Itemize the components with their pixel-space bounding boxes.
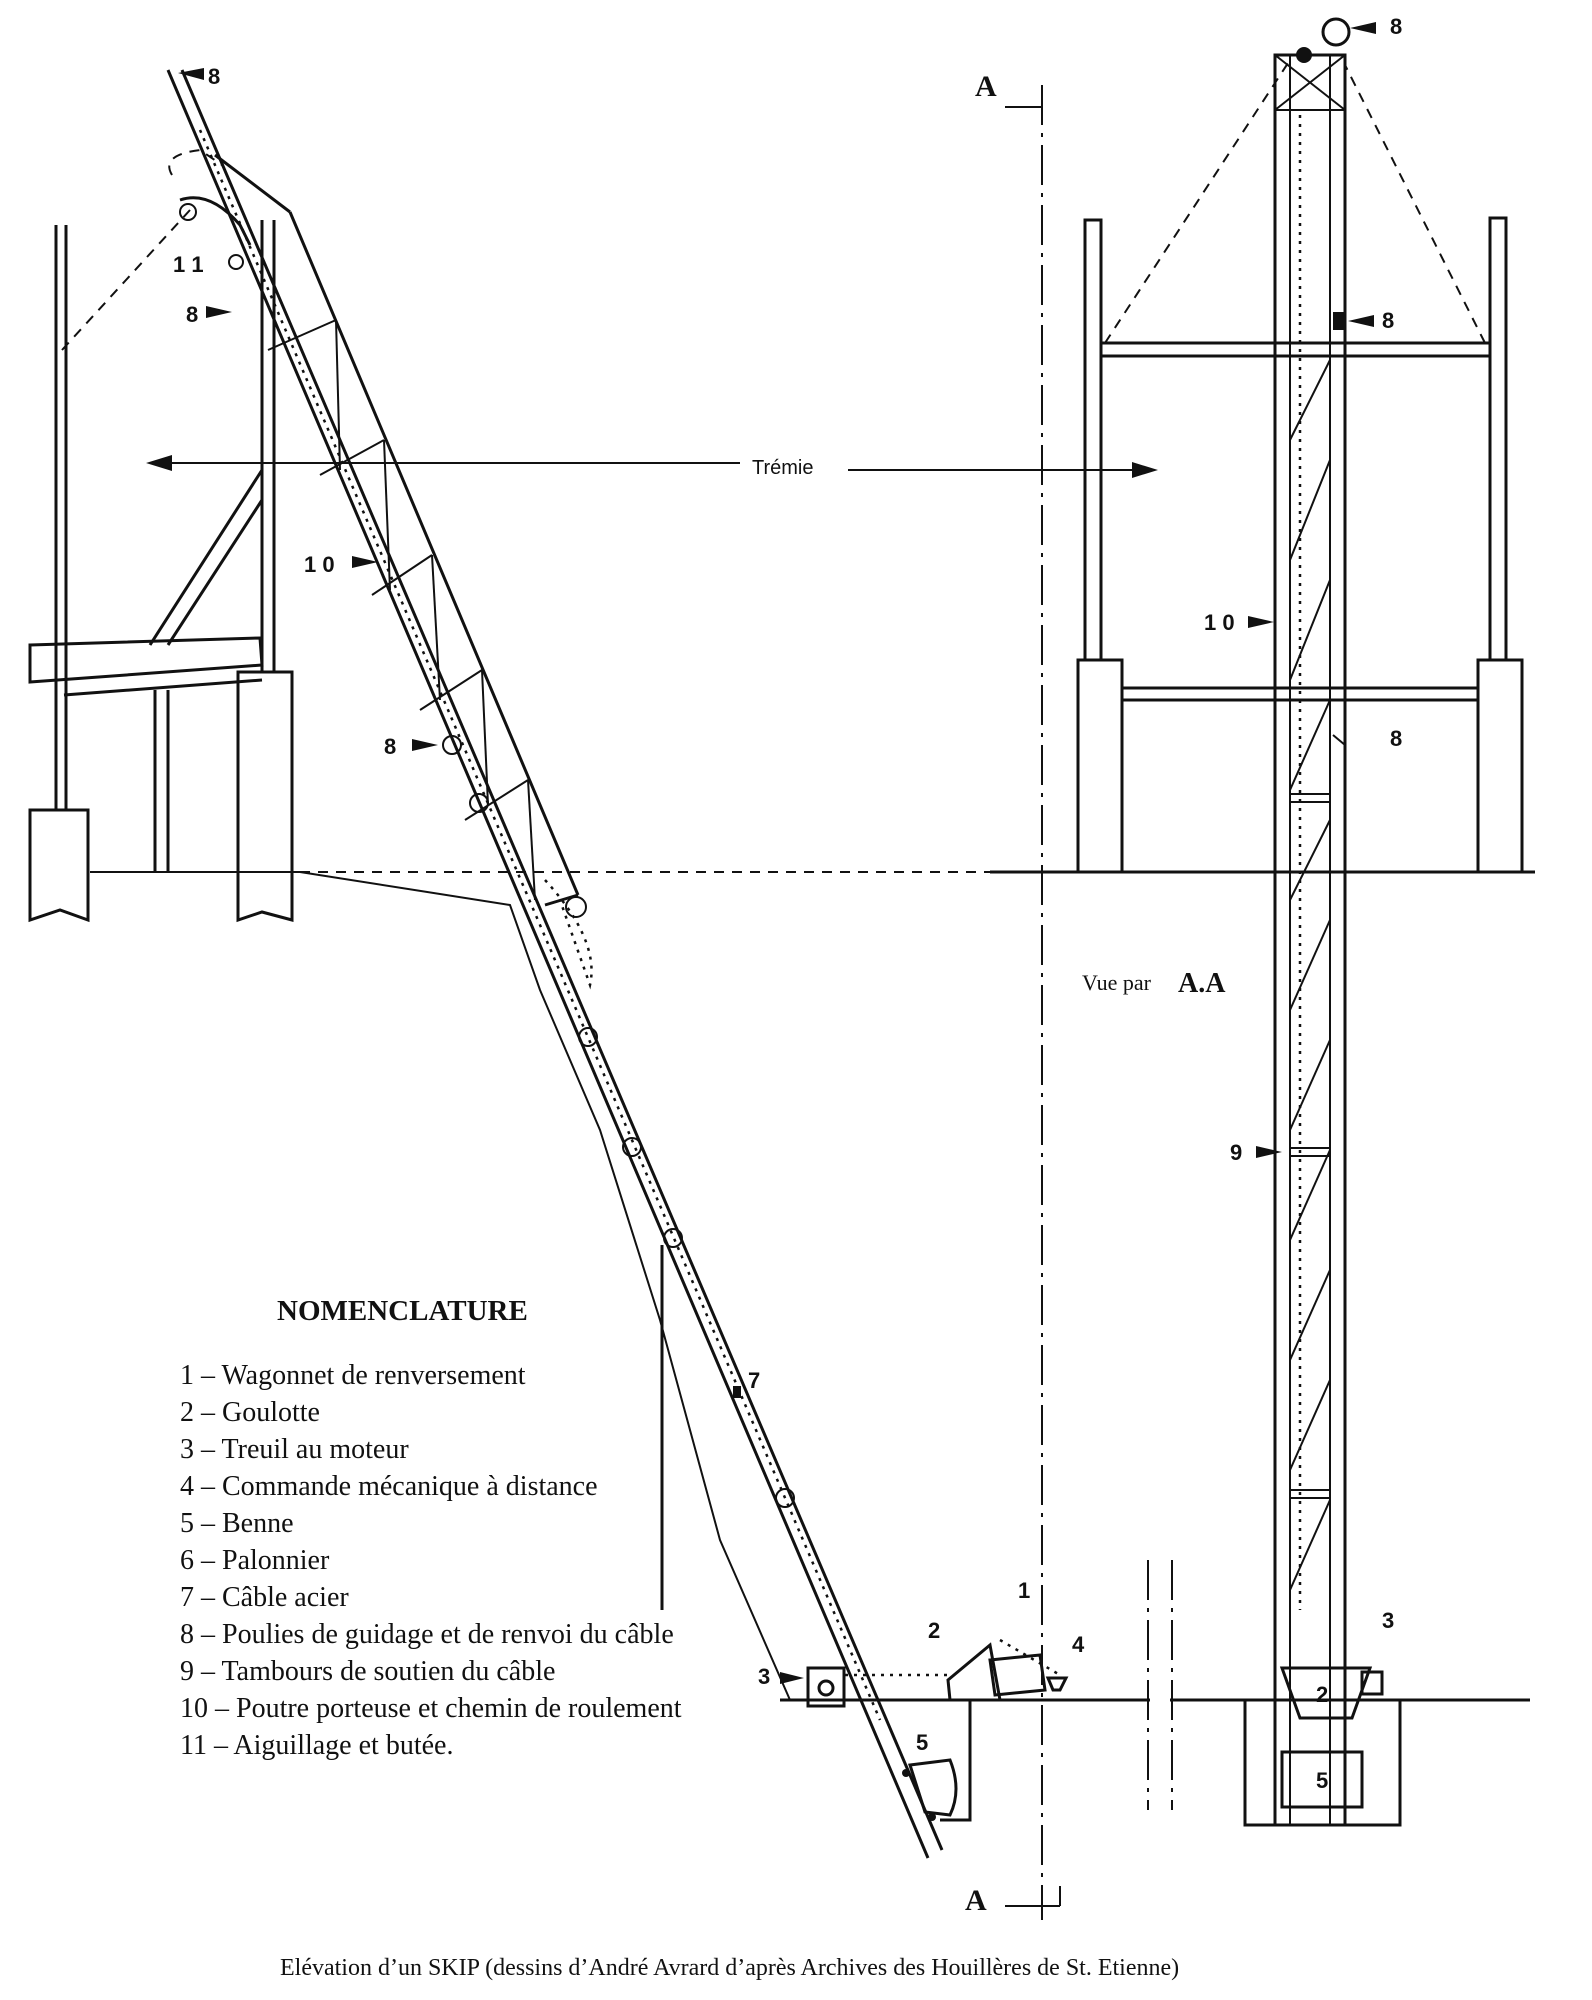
label-2-left: 2 [928, 1618, 940, 1643]
terrain-outline [90, 871, 960, 1701]
arrow-8-lower-left [412, 739, 438, 751]
label-1: 1 [1018, 1578, 1030, 1603]
arrow-8-mid-left [206, 306, 232, 318]
tremie-label: Trémie [752, 457, 813, 479]
chute-right [1279, 1666, 1373, 1720]
tower-diagonals [1289, 359, 1331, 1591]
pit-right [1243, 1700, 1402, 1827]
right-pillar-base [1476, 658, 1524, 874]
nomenclature-item: 2 – Goulotte [180, 1397, 320, 1428]
label-2-right: 2 [1316, 1682, 1328, 1707]
arrow-10-right [1248, 616, 1274, 628]
nomenclature-item: 6 – Palonnier [180, 1545, 330, 1576]
label-8-lower-left: 8 [384, 734, 396, 759]
left-elevation-view [28, 69, 1150, 1859]
label-4: 4 [1072, 1632, 1085, 1657]
nomenclature-legend: NOMENCLATURE 1 – Wagonnet de renversemen… [180, 1295, 682, 1761]
arrow-8-top-right [1350, 22, 1376, 34]
chute-left [946, 1642, 1002, 1702]
label-8-upper-right: 8 [1382, 308, 1394, 333]
winch-left [806, 1666, 846, 1708]
tower-head-pulley [1321, 17, 1351, 47]
tipping-wagon [988, 1653, 1047, 1697]
section-letter-top: A [975, 70, 997, 103]
label-8-lower-right: 8 [1390, 726, 1402, 751]
pillar-foundation [236, 670, 294, 923]
label-9: 9 [1230, 1140, 1242, 1165]
cable-loop [544, 879, 593, 990]
right-pillar-right [1488, 216, 1508, 662]
skip-wheel-2 [928, 1813, 936, 1821]
part-labels: 8 1 1 8 1 0 8 7 3 2 1 4 5 8 8 1 0 8 9 3 … [173, 14, 1402, 1793]
nomenclature-item: 7 – Câble acier [180, 1582, 349, 1613]
truss-head [214, 153, 291, 214]
nomenclature-item: 5 – Benne [180, 1508, 294, 1539]
nomenclature-item: 10 – Poutre porteuse et chemin de roulem… [180, 1693, 682, 1724]
switch-device [179, 196, 252, 246]
right-section-view [990, 17, 1535, 1827]
nomenclature-item: 4 – Commande mécanique à distance [180, 1471, 598, 1502]
left-pillar-base [1076, 658, 1124, 874]
label-3-left: 3 [758, 1664, 770, 1689]
skip-wheel-1 [902, 1769, 910, 1777]
deck-brace-b [166, 499, 264, 646]
cable-clamp [733, 1386, 741, 1398]
label-8-top-left: 8 [208, 64, 220, 89]
truss-top-chord [288, 211, 580, 896]
label-10-left: 1 0 [304, 552, 335, 577]
left-pillar-right [1083, 218, 1103, 662]
label-11: 1 1 [173, 252, 204, 277]
nomenclature-item: 3 – Treuil au moteur [180, 1434, 409, 1465]
section-line-aa [300, 85, 1061, 1920]
arrow-3-left [780, 1672, 804, 1684]
incline-rail-outer [166, 69, 930, 1859]
label-8-mid-left: 8 [186, 302, 198, 327]
section-letter-bottom: A [965, 1884, 987, 1917]
nomenclature-item: 11 – Aiguillage et butée. [180, 1730, 453, 1761]
arrow-9 [1256, 1146, 1282, 1158]
label-8-top-right: 8 [1390, 14, 1402, 39]
tremie-dimension: Trémie [146, 455, 1158, 479]
nomenclature-item: 1 – Wagonnet de renversement [180, 1360, 526, 1391]
skip-bucket-left [908, 1758, 958, 1817]
label-3-right: 3 [1382, 1608, 1394, 1633]
label-10-right: 1 0 [1204, 610, 1235, 635]
nomenclature-item: 8 – Poulies de guidage et de renvoi du c… [180, 1619, 674, 1650]
view-bold: A.A [1178, 968, 1226, 999]
remote-control [1045, 1676, 1069, 1692]
nomenclature-title: NOMENCLATURE [277, 1295, 528, 1327]
truss-members [267, 319, 536, 901]
bucket-right [1280, 1750, 1364, 1809]
arrow-8-top-left [178, 68, 204, 80]
view-prefix: Vue par [1082, 970, 1152, 995]
stay-wire-left [61, 209, 191, 351]
nomenclature-item: 9 – Tambours de soutien du câble [180, 1656, 555, 1687]
label-7: 7 [748, 1368, 760, 1393]
label-5-left: 5 [916, 1730, 928, 1755]
deck-brace-a [148, 469, 264, 646]
left-foundation [28, 808, 90, 923]
winch-right [1360, 1670, 1384, 1696]
figure-caption: Elévation d’un SKIP (dessins d’André Avr… [280, 1955, 1179, 1981]
incline-pulleys [179, 203, 795, 1508]
arrow-10-left [352, 556, 378, 568]
incline-cable [198, 129, 882, 1721]
deck-beam [63, 678, 263, 697]
label-5-right: 5 [1316, 1768, 1328, 1793]
arrow-8-upper-right [1348, 315, 1374, 327]
control-linkage [999, 1638, 1061, 1677]
winch-drum [817, 1679, 835, 1697]
switch-curve [168, 148, 223, 176]
incline-rail-inner [180, 69, 944, 1851]
